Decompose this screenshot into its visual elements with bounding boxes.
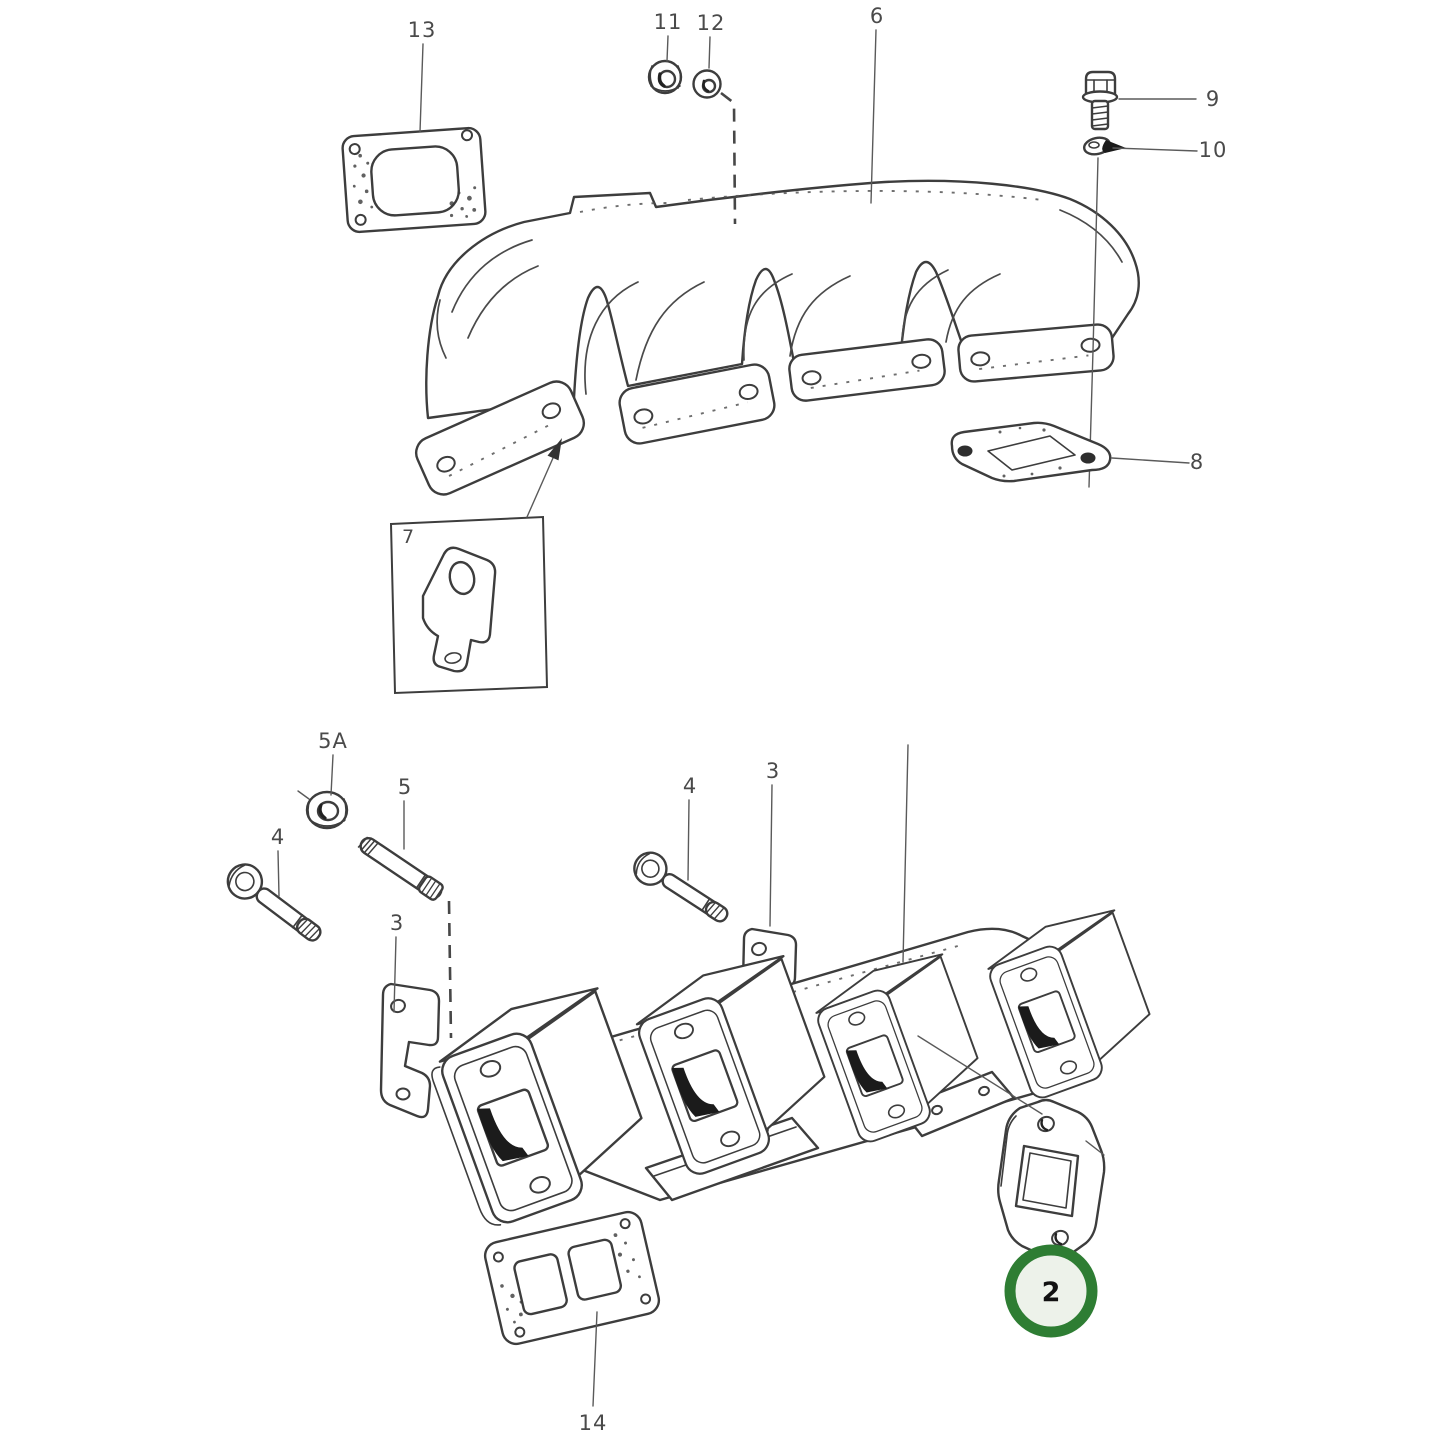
leader-manifold-vertical [902, 744, 909, 963]
exhaust-port-1 [431, 987, 643, 1226]
callout-12: 12 [697, 11, 726, 35]
leader-3-right [769, 784, 773, 927]
stud-5 [357, 836, 444, 901]
leader-12 [708, 36, 711, 69]
leader-14 [592, 1311, 598, 1407]
stud-5-threads [357, 836, 379, 856]
gasket-14-texture [500, 1233, 641, 1324]
washer-10 [1082, 136, 1126, 156]
leader-8 [1111, 457, 1190, 464]
exhaust-base-plate-right [898, 1070, 1016, 1138]
callout-8: 8 [1190, 450, 1204, 474]
exhaust-port-4 [987, 909, 1151, 1099]
bracket-7-part [421, 546, 497, 673]
leader-6 [870, 29, 877, 204]
leader-10 [1112, 147, 1198, 152]
highlight-ring-icon[interactable] [1004, 1244, 1098, 1338]
bracket-box-7 [389, 515, 549, 695]
gasket-14 [483, 1210, 661, 1346]
callout-3-right: 3 [766, 759, 780, 783]
intake-flange-2 [618, 363, 776, 445]
leader-13 [419, 43, 424, 133]
callout-3-left: 3 [390, 911, 404, 935]
bolt-hole [354, 213, 367, 226]
bolt-9-threads [1091, 105, 1109, 127]
bolt-4-mid-threads [705, 902, 725, 920]
callout-10: 10 [1199, 138, 1228, 162]
callout-labels: 13 11 12 6 9 10 8 7 5A 5 4 3 4 3 14 [271, 4, 1228, 1435]
gasket-13-texture [352, 153, 477, 218]
leader-lines [277, 29, 1198, 1407]
callout-4-left: 4 [271, 825, 285, 849]
gasket-13-opening [370, 145, 460, 217]
exhaust-port-2 [635, 955, 826, 1175]
leader-11 [666, 35, 669, 62]
bolt-hole [461, 129, 474, 142]
nut-5a [297, 790, 349, 830]
gasket-8 [950, 421, 1112, 483]
leader-2-diagonal-tail [1085, 1140, 1105, 1156]
intake-flange-3 [788, 338, 946, 402]
callout-13: 13 [408, 18, 437, 42]
bolt-hole [348, 143, 361, 156]
exhaust-port-3 [815, 953, 979, 1143]
callout-9: 9 [1206, 87, 1220, 111]
nut-11 [647, 59, 683, 95]
leader-2-diagonal [917, 1035, 1043, 1115]
bolt-4-left-threads [296, 918, 321, 941]
exhaust-manifold [431, 909, 1151, 1226]
callout-7: 7 [402, 526, 414, 548]
gasket-2 [997, 1098, 1106, 1261]
intake-flange-4 [957, 323, 1115, 383]
bolt-4-left [226, 863, 322, 942]
leader-4-left [277, 850, 280, 897]
intake-manifold-6 [414, 179, 1140, 496]
callout-6: 6 [870, 4, 884, 28]
callout-4-mid: 4 [683, 774, 697, 798]
callout-5: 5 [398, 775, 412, 799]
leader-5-dashed [447, 900, 453, 1039]
gasket-13 [341, 126, 487, 234]
callout-5a: 5A [318, 729, 348, 753]
bolt-9 [1081, 70, 1119, 131]
leader-12-dashed [720, 91, 737, 225]
gasket-8-texture [998, 426, 1062, 478]
leader-3-left [393, 936, 397, 1013]
arrow-7-to-manifold [526, 438, 562, 518]
washer-12 [692, 69, 722, 99]
callout-2[interactable]: 2 [1042, 1277, 1061, 1308]
leader-4-mid [687, 799, 690, 881]
bolt-4-mid [633, 851, 729, 923]
leader-5a [330, 754, 334, 796]
callout-14: 14 [579, 1411, 608, 1435]
bracket-3-left [379, 982, 441, 1119]
highlighted-callout-2[interactable]: 2 [1004, 1244, 1098, 1338]
intake-manifold-details [436, 189, 1123, 395]
stud-5-threads-right [421, 877, 441, 899]
callout-11: 11 [654, 10, 683, 34]
intake-flange-1 [414, 380, 586, 496]
